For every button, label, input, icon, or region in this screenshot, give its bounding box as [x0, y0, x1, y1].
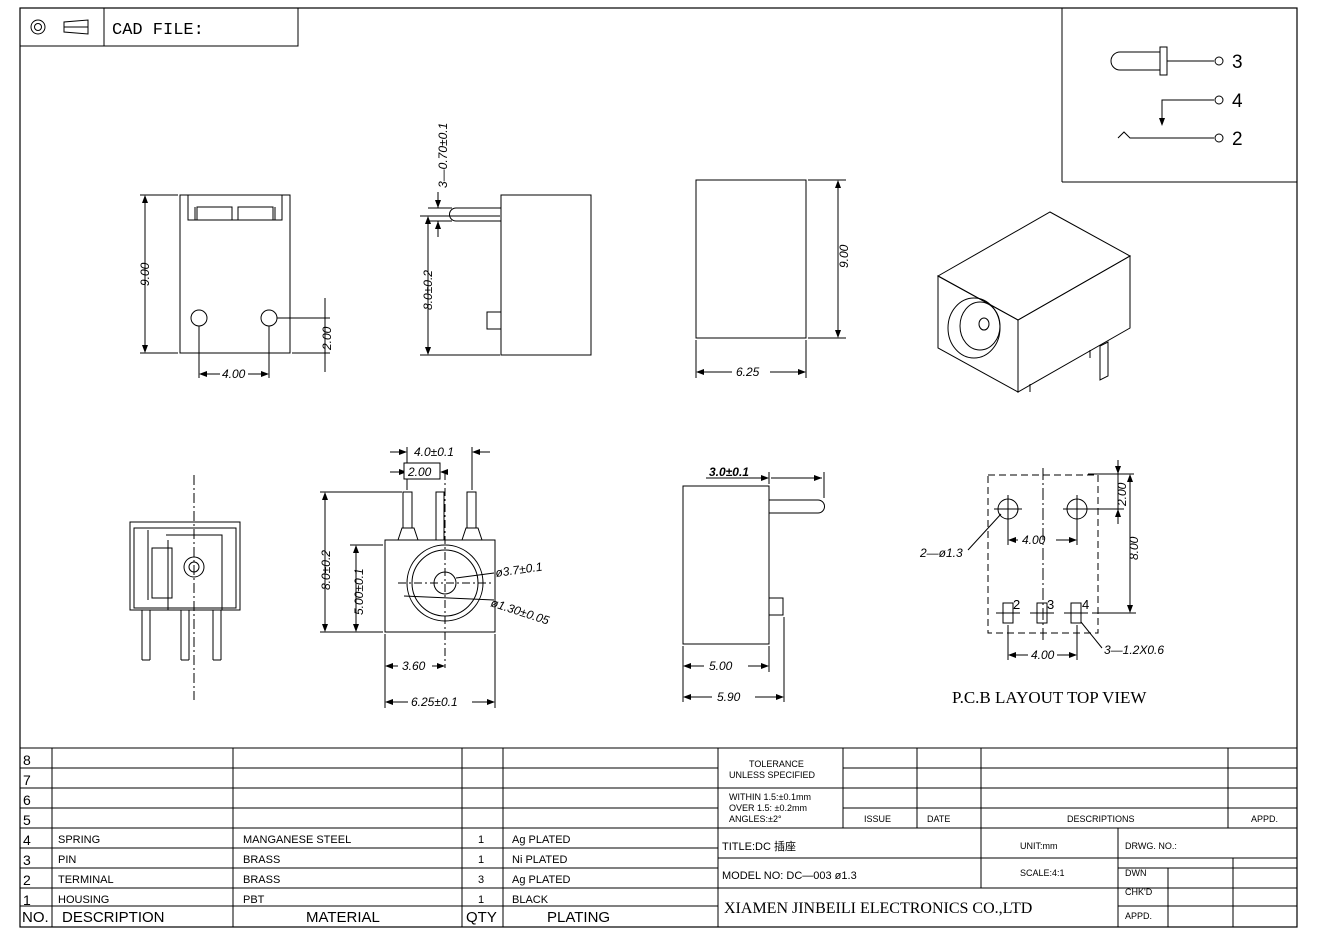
bom-row-description: TERMINAL [58, 874, 114, 886]
unless-specified-label: UNLESS SPECIFIED [729, 770, 816, 780]
bom-row-material: PBT [243, 894, 265, 906]
bom-head-plating: PLATING [547, 909, 610, 926]
side-pin-diameter-dim: 3—0.70±0.1 [436, 123, 450, 188]
top-view [695, 179, 846, 378]
bom-row-description: SPRING [58, 834, 100, 846]
model-number: MODEL NO: DC—003 ø1.3 [722, 870, 857, 882]
bom-row-no: 5 [23, 812, 31, 828]
pcb-width2-dim: 4.00 [1031, 648, 1055, 662]
bom-head-desc: DESCRIPTION [62, 909, 165, 926]
bom-row-material: BRASS [243, 854, 280, 866]
pcb-pin-3-label: 3 [1047, 597, 1054, 612]
projection-symbol-icon [30, 19, 89, 35]
scale-label: SCALE:4:1 [1020, 868, 1065, 878]
bom-rows: 8 7 6 5 4 SPRING MANGANESE STEEL 1 Ag PLATED 3 PIN… [23, 752, 571, 908]
pcb-pin-4-label: 4 [1082, 597, 1089, 612]
bom-table [20, 747, 1297, 927]
top-width-dim: 6.25 [736, 365, 760, 379]
tolerance-label: TOLERANCE [749, 759, 804, 769]
drwg-no-label: DRWG. NO.: [1125, 841, 1177, 851]
bom-row-plating: Ni PLATED [512, 854, 567, 866]
bom-row-plating: Ag PLATED [512, 874, 571, 886]
front-height-dim: 9.00 [138, 262, 152, 286]
pcb-hole-dim: 2—ø1.3 [919, 546, 963, 560]
pcb-layout-view [967, 460, 1136, 660]
pin-schematic: 3 4 2 [1061, 8, 1297, 183]
bom-row-description: HOUSING [58, 894, 109, 906]
bom-head-material: MATERIAL [306, 909, 380, 926]
pcb-height1-dim: 2.00 [1115, 482, 1129, 507]
title-block [718, 748, 1297, 927]
tolerance-over: OVER 1.5: ±0.2mm [729, 803, 807, 813]
face-hole1-dim: ø3.7±0.1 [494, 560, 543, 580]
pcb-pin-2-label: 2 [1013, 597, 1020, 612]
schematic-pin-2: 2 [1232, 129, 1243, 150]
section-view [129, 475, 241, 700]
face-width2-dim: 2.00 [407, 465, 432, 479]
face-height2-dim: 5.00±0.1 [352, 568, 366, 615]
bom-row-qty: 1 [478, 834, 484, 846]
schematic-pin-3: 3 [1232, 52, 1243, 73]
bom-row-plating: BLACK [512, 894, 549, 906]
drawing-title: TITLE:DC 插座 [722, 839, 796, 853]
pcb-layout-title: P.C.B LAYOUT TOP VIEW [952, 688, 1147, 707]
bom-row-no: 3 [23, 852, 31, 868]
tolerance-angles: ANGLES:±2° [729, 814, 782, 824]
side-view-2 [682, 472, 825, 702]
schematic-pin-4: 4 [1232, 91, 1243, 112]
side2-top-dim: 3.0±0.1 [709, 465, 749, 479]
side-height-dim: 8.0±0.2 [421, 270, 435, 310]
face-width1-dim: 4.0±0.1 [414, 445, 454, 459]
cad-file-label: CAD FILE: [112, 21, 204, 40]
face-height1-dim: 8.0±0.2 [319, 550, 333, 590]
side2-width1-dim: 5.00 [709, 659, 733, 673]
bom-row-material: MANGANESE STEEL [243, 834, 351, 846]
bom-row-material: BRASS [243, 874, 280, 886]
pcb-slot-dim: 3—1.2X0.6 [1104, 643, 1164, 657]
face-view [320, 447, 496, 708]
bom-row-no: 8 [23, 752, 31, 768]
face-hole2-dim: ø1.30±0.05 [489, 596, 551, 628]
face-width3-dim: 3.60 [402, 659, 426, 673]
bom-row-qty: 1 [478, 854, 484, 866]
drawing-border [19, 7, 1298, 928]
bom-row-plating: Ag PLATED [512, 834, 571, 846]
dwn-label: DWN [1125, 868, 1147, 878]
date-header: DATE [927, 814, 950, 824]
pcb-width1-dim: 4.00 [1022, 533, 1046, 547]
isometric-view [936, 211, 1132, 393]
bom-head-qty: QTY [466, 909, 497, 926]
issue-header: ISSUE [864, 814, 891, 824]
company-name: XIAMEN JINBEILI ELECTRONICS CO.,LTD [724, 900, 1032, 917]
side-view [420, 192, 592, 356]
bom-row-qty: 1 [478, 894, 484, 906]
tolerance-within: WITHIN 1.5:±0.1mm [729, 792, 811, 802]
bom-row-no: 4 [23, 832, 31, 848]
bom-row-qty: 3 [478, 874, 484, 886]
front-pin-height-dim: 2.00 [320, 326, 334, 351]
chkd-label: CHK'D [1125, 887, 1153, 897]
bom-row-no: 6 [23, 792, 31, 808]
top-height-dim: 9.00 [837, 244, 851, 268]
cad-file-header: CAD FILE: [19, 7, 299, 47]
front-pin-spacing-dim: 4.00 [222, 367, 246, 381]
appd-header: APPD. [1251, 814, 1278, 824]
face-width4-dim: 6.25±0.1 [411, 695, 458, 709]
front-view [140, 194, 330, 378]
bom-row-no: 1 [23, 892, 31, 908]
descriptions-header: DESCRIPTIONS [1067, 814, 1135, 824]
bom-row-no: 7 [23, 772, 31, 788]
unit-label: UNIT:mm [1020, 841, 1058, 851]
bom-head-no: NO. [22, 909, 49, 926]
pcb-height2-dim: 8.00 [1127, 536, 1141, 560]
side2-width2-dim: 5.90 [717, 690, 741, 704]
bom-row-description: PIN [58, 854, 76, 866]
bom-row-no: 2 [23, 872, 31, 888]
appd-label: APPD. [1125, 911, 1152, 921]
